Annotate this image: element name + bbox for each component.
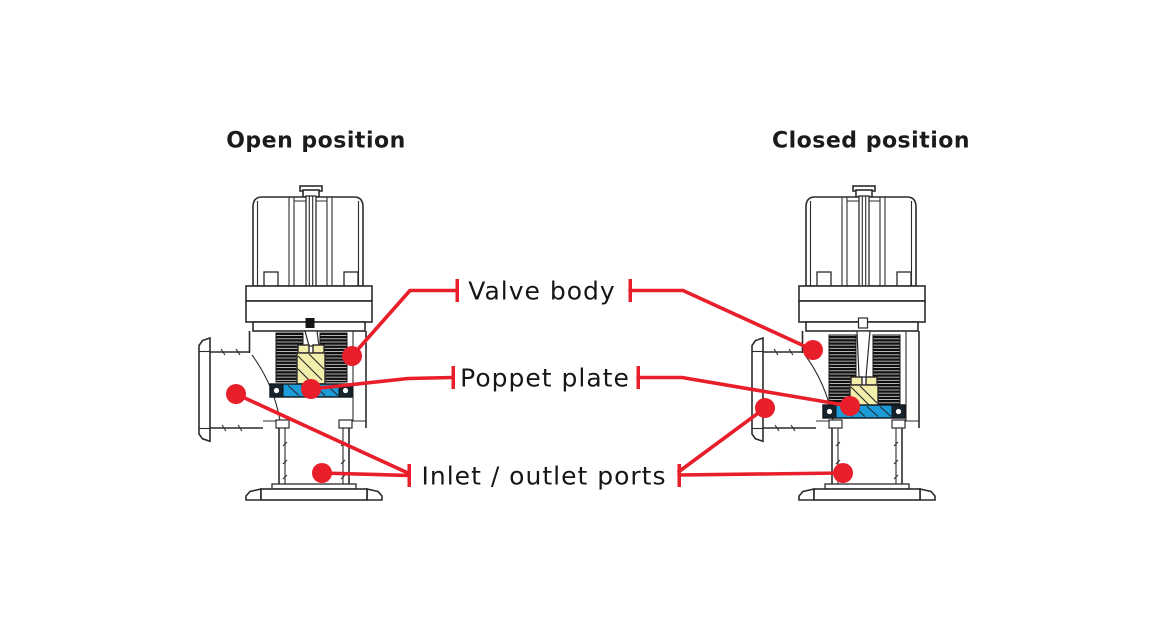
valve-stem <box>304 330 320 347</box>
outlet-flange <box>245 487 262 501</box>
valve-drawing-open <box>198 185 383 501</box>
actuator-base-plates <box>245 285 373 332</box>
leader-dot <box>840 396 860 416</box>
leader-dot <box>226 384 246 404</box>
leader-line <box>628 288 815 352</box>
leader-tick <box>451 366 455 389</box>
leader-tick <box>636 366 640 389</box>
leader-dot <box>312 463 332 483</box>
inlet-flange <box>198 336 211 443</box>
leader-line <box>677 471 845 477</box>
leader-tick <box>628 279 632 302</box>
leader-line <box>309 375 455 391</box>
leader-dot <box>342 346 362 366</box>
leader-dot <box>301 379 321 399</box>
leader-dot <box>755 398 775 418</box>
poppet-holder <box>296 344 326 385</box>
leader-tick <box>677 464 681 487</box>
closed-position-title: Closed position <box>771 128 971 154</box>
leader-line <box>636 375 852 408</box>
actuator-base-plates <box>798 285 926 332</box>
valve-stem <box>856 330 871 378</box>
leader-line <box>234 392 411 476</box>
outlet-port <box>798 419 936 501</box>
callout-leaders <box>226 279 860 487</box>
leader-line <box>350 288 459 358</box>
valve-drawing-closed <box>751 185 936 501</box>
leader-line <box>320 471 411 478</box>
poppet-plate-label: Poppet plate <box>460 363 630 393</box>
outlet-port <box>245 419 383 501</box>
outlet-flange <box>919 487 936 501</box>
leader-tick <box>455 279 459 302</box>
leader-tick <box>407 464 411 487</box>
valve-body-label: Valve body <box>468 276 616 306</box>
outlet-flange <box>366 487 383 501</box>
leader-line <box>677 406 767 474</box>
pneumatic-actuator <box>252 185 364 319</box>
leader-dot <box>803 340 823 360</box>
outlet-flange <box>798 487 815 501</box>
open-position-title: Open position <box>226 128 406 154</box>
leader-dot <box>833 463 853 483</box>
poppet-plate-part <box>822 404 906 419</box>
inlet-outlet-ports-label: Inlet / outlet ports <box>421 461 667 491</box>
